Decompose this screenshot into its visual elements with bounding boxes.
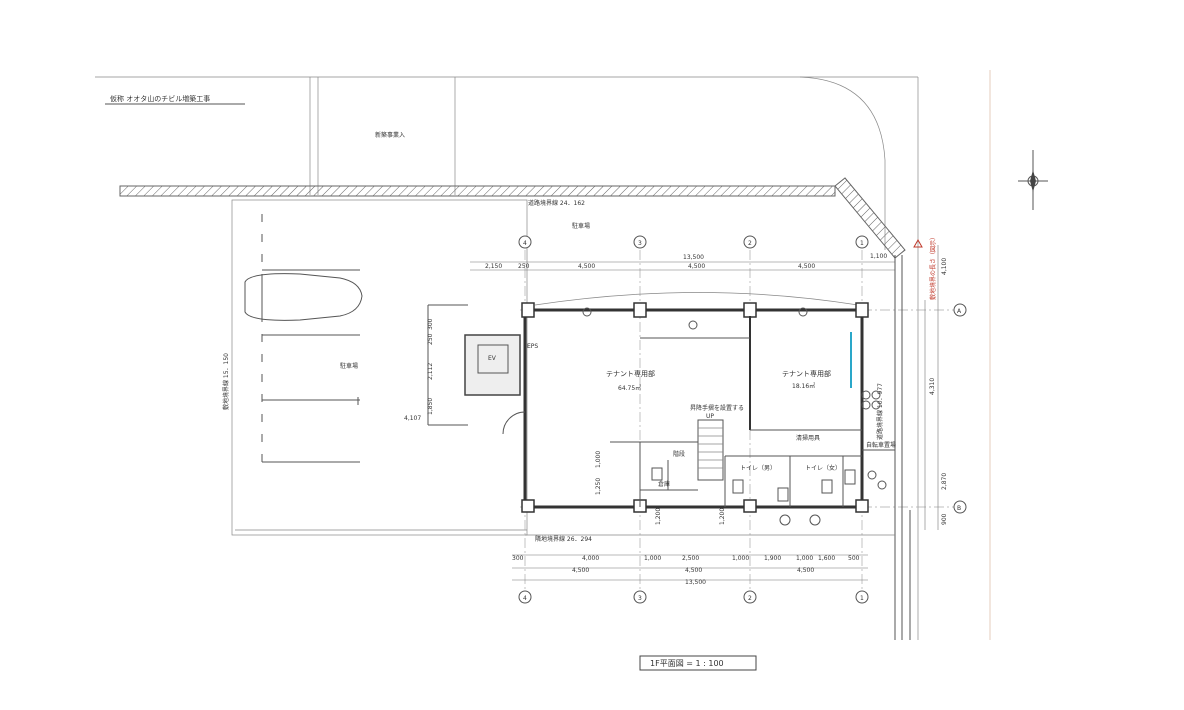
top-dimensions: 13,500 2,150 250 4,500 4,500 4,500 1,100 [470,253,895,271]
left-dimensions: 2,112 250 300 4,107 1,850 1,000 1,250 1,… [404,318,726,525]
row-label-b: B [957,505,961,512]
row-label-a: A [957,308,962,315]
ev-label: EV [488,355,497,362]
axis-label-top-2: 2 [748,240,752,247]
site-boundary-bottom-label: 隣地境界線 26．294 [535,535,592,543]
red-note-text: 敷地境界の長さ（図示） [929,234,937,300]
storage-label: 倉庫 [658,480,670,488]
dim-bottom-total: 13,500 [685,579,706,586]
new-bldg-label: 新築事業入 [375,131,405,139]
dim-top-4: 4,500 [688,263,705,270]
red-note: 敷地境界の長さ（図示） [913,234,937,300]
dim-right-1: 4,100 [941,258,948,275]
tenant-right-area: 18.16㎡ [792,382,815,390]
dim-right-4: 900 [941,513,948,525]
dim-bot-8: 1,600 [818,555,835,562]
right-dimensions: 4,100 2,870 4,310 900 [924,245,948,530]
tenant-left-label: テナント専用部 [606,369,655,378]
drawing-title: 仮称 オオタ山のチビル増築工事 [110,94,210,103]
axis-label-bottom-4: 4 [523,595,527,602]
dim-bot-7: 1,000 [796,555,813,562]
dim-bot-3: 1,000 [644,555,661,562]
dim-left-5: 1,850 [427,398,434,415]
dim-bot-2: 4,000 [582,555,599,562]
dim-top-1: 2,150 [485,263,502,270]
parking-area [231,199,528,536]
dim-mid-2: 4,500 [685,567,702,574]
site-boundary-right-label: 道路境界線 10．977 [876,383,884,440]
dim-bot-4: 2,500 [682,555,699,562]
dim-bot-5: 1,000 [732,555,749,562]
eps-label: EPS [527,343,538,350]
dim-left-4: 4,107 [404,415,421,422]
axis-label-top-1: 1 [860,240,864,247]
dim-left-8: 1,200 [655,508,662,525]
bottom-title-box [639,655,757,671]
dim-bot-6: 1,900 [764,555,781,562]
dim-left-1: 2,112 [427,363,434,380]
right-site-edge [894,255,911,640]
dim-top-5: 4,500 [798,263,815,270]
axis-label-top-3: 3 [638,240,642,247]
dim-mid-3: 4,500 [797,567,814,574]
dim-bot-1: 300 [512,555,524,562]
dim-top-6: 1,100 [870,253,887,260]
bottom-dimensions: 300 4,000 1,000 2,500 1,000 1,900 1,000 … [512,554,868,586]
elevator [427,304,521,426]
parking-left-label: 駐車場 [340,362,358,370]
dim-top-3: 4,500 [578,263,595,270]
dim-top-2: 250 [518,263,530,270]
dim-right-3: 4,310 [929,378,936,395]
bottom-title: 1F平面図 = 1 : 100 [650,659,724,668]
dim-mid-1: 4,500 [572,567,589,574]
tenant-right-label: テナント専用部 [782,369,831,378]
parking-top-label: 駐車場 [572,222,590,230]
axis-label-bottom-1: 1 [860,595,864,602]
grid-labels: 4 3 2 1 4 3 2 1 A B [523,240,962,602]
grid-axes [518,235,967,604]
north-arrow-icon [1018,150,1048,210]
stair-up: UP [706,413,714,420]
site-boundary-left-label: 敷地境界線 15．150 [222,353,230,410]
axis-label-top-4: 4 [523,240,527,247]
frame-lines [95,70,991,640]
stair-note: 昇降手摺を設置する [690,404,744,412]
stair-label: 階段 [673,450,685,458]
axis-label-bottom-2: 2 [748,595,752,602]
dim-right-2: 2,870 [941,473,948,490]
road-boundary-label: 道路境界線 24．162 [528,199,585,207]
tenant-left-area: 64.75㎡ [618,384,641,392]
axis-label-bottom-3: 3 [638,595,642,602]
cleaning-label: 清掃用具 [796,434,820,442]
dim-left-3: 300 [427,318,434,330]
dim-top-total: 13,500 [683,254,704,261]
dim-bot-9: 500 [848,555,860,562]
building-outline [502,292,895,513]
dim-left-6: 1,000 [595,451,602,468]
road-boundary-strip [119,177,906,259]
dim-left-9: 1,200 [719,508,726,525]
dim-left-2: 250 [427,333,434,345]
toilet-a-label: トイレ（男） [740,465,776,472]
toilet-b-label: トイレ（女） [805,464,841,472]
car-icon [244,273,363,321]
dim-left-7: 1,250 [595,478,602,495]
bicycle-label: 自転車置場 [866,441,896,449]
